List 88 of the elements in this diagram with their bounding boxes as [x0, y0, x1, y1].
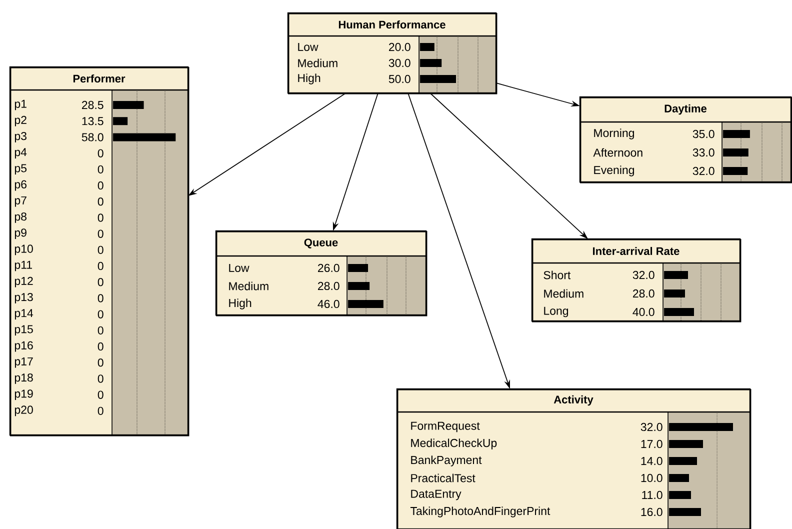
state-label: p2: [14, 116, 26, 126]
probability-value: 0: [98, 278, 104, 286]
state-label: PracticalTest: [411, 474, 476, 482]
probability-value: 58.0: [82, 133, 104, 142]
state-label: Afternoon: [593, 148, 642, 157]
probability-value: 0: [98, 165, 104, 174]
state-label: p20: [14, 406, 33, 416]
network-node: [9, 66, 190, 436]
probability-value: 28.0: [633, 289, 654, 298]
state-label: p14: [14, 309, 34, 320]
probability-value: 32.0: [632, 270, 654, 280]
probability-value: 0: [98, 246, 104, 254]
state-label: Medium: [298, 58, 338, 68]
network-node: [287, 12, 498, 94]
node-title: Queue: [304, 238, 338, 248]
probability-value: 0: [98, 181, 104, 190]
probability-value: 0: [98, 294, 104, 302]
node-title: Performer: [73, 74, 126, 83]
probability-value: 26.0: [318, 264, 340, 272]
state-label: Long: [544, 306, 568, 318]
probability-value: 0: [98, 406, 104, 415]
probability-value: 0: [98, 390, 104, 399]
state-label: p9: [14, 228, 26, 239]
state-label: p15: [14, 325, 33, 336]
state-label: Medium: [544, 289, 584, 298]
probability-value: 0: [98, 342, 104, 351]
probability-value: 0: [98, 326, 104, 334]
network-node: [579, 96, 792, 184]
node-title: Human Performance: [338, 20, 446, 29]
probability-value: 17.0: [641, 440, 662, 448]
probability-value: 40.0: [632, 308, 654, 316]
state-label: p12: [14, 276, 33, 288]
node-title: Activity: [554, 395, 594, 406]
state-label: p19: [14, 390, 33, 400]
state-label: High: [298, 74, 320, 84]
state-label: High: [229, 298, 252, 310]
network-node: [396, 388, 752, 529]
state-label: p8: [14, 212, 26, 223]
state-label: p16: [14, 341, 33, 352]
network-node: [531, 238, 742, 322]
probability-value: 0: [98, 214, 104, 222]
probability-value: 20.0: [389, 42, 410, 52]
state-label: Low: [229, 264, 250, 272]
state-label: p3: [14, 132, 26, 142]
probability-value: 0: [98, 198, 104, 206]
state-label: p4: [14, 148, 27, 158]
state-label: TakingPhotoAndFingerPrint: [410, 506, 550, 518]
state-label: Short: [544, 270, 571, 280]
node-title: Daytime: [664, 104, 707, 115]
state-label: Medium: [229, 282, 268, 290]
probability-value: 35.0: [692, 130, 714, 138]
state-label: p5: [14, 164, 27, 175]
probability-value: 16.0: [641, 508, 662, 516]
state-label: MedicalCheckUp: [411, 438, 497, 450]
state-label: p18: [14, 373, 33, 384]
state-label: BankPayment: [411, 456, 482, 466]
state-label: p13: [14, 292, 33, 304]
node-title: Inter-arrival Rate: [593, 246, 680, 256]
state-label: p11: [14, 260, 32, 272]
state-label: p1: [14, 100, 26, 110]
probability-value: 33.0: [692, 148, 714, 157]
probability-value: 13.5: [82, 117, 104, 126]
state-label: p7: [14, 196, 26, 207]
state-label: Low: [298, 43, 318, 51]
probability-value: 0: [98, 262, 104, 270]
probability-value: 32.0: [692, 166, 714, 176]
network-node: [215, 230, 428, 316]
probability-value: 46.0: [318, 300, 340, 308]
probability-value: 0: [98, 358, 104, 367]
state-label: Morning: [594, 128, 634, 140]
probability-value: 0: [98, 230, 104, 238]
probability-value: 0: [98, 149, 104, 158]
state-label: p17: [14, 357, 33, 368]
probability-value: 30.0: [388, 58, 410, 68]
probability-value: 28.0: [318, 282, 340, 290]
probability-value: 0: [98, 310, 104, 318]
probability-value: 14.0: [641, 456, 662, 466]
probability-value: 11.0: [642, 490, 662, 500]
probability-value: 50.0: [388, 74, 410, 84]
state-label: p10: [14, 244, 33, 256]
probability-value: 10.0: [641, 474, 662, 482]
probability-value: 0: [98, 374, 104, 383]
probability-value: 28.5: [82, 100, 104, 110]
state-label: p6: [14, 180, 26, 191]
state-label: DataEntry: [411, 490, 462, 500]
state-label: Evening: [594, 166, 634, 176]
state-label: FormRequest: [411, 422, 480, 432]
probability-value: 32.0: [640, 422, 662, 432]
